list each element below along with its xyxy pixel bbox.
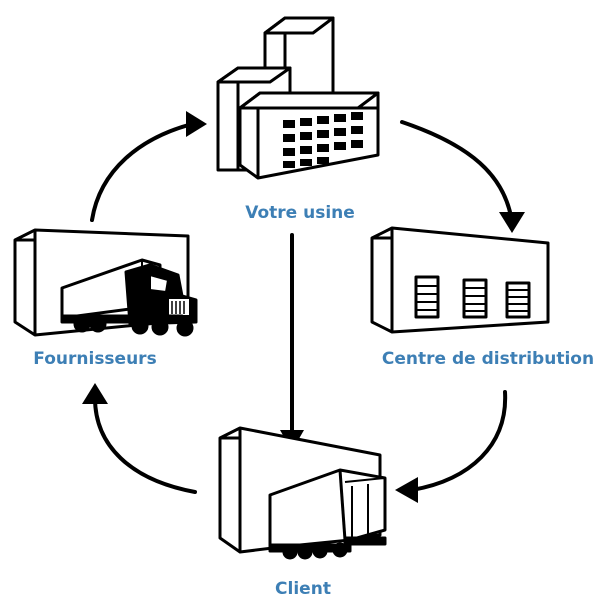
dock-door-1 xyxy=(414,275,440,319)
arrow-factory-to-distribution xyxy=(400,120,514,224)
arrow-client-to-suppliers xyxy=(93,396,197,494)
arrow-suppliers-to-factory xyxy=(90,122,194,222)
factory-icon xyxy=(216,16,380,180)
arrowhead-distribution-to-client xyxy=(395,477,418,503)
label-client: Client xyxy=(275,579,331,599)
arrowhead-suppliers-to-factory xyxy=(186,111,207,137)
label-factory: Votre usine xyxy=(245,203,355,223)
dock-door-2 xyxy=(462,278,488,319)
label-distribution-center: Centre de distribution xyxy=(381,349,595,369)
label-suppliers: Fournisseurs xyxy=(33,349,157,369)
arrows xyxy=(82,111,525,503)
arrow-distribution-to-client xyxy=(410,390,508,492)
loading-dock-truck-icon xyxy=(218,426,387,560)
semi-truck-icon xyxy=(13,228,198,337)
warehouse-icon xyxy=(370,226,550,334)
arrowhead-client-to-suppliers xyxy=(82,383,108,404)
arrowhead-factory-to-distribution xyxy=(499,212,525,233)
dock-door-3 xyxy=(505,281,531,319)
